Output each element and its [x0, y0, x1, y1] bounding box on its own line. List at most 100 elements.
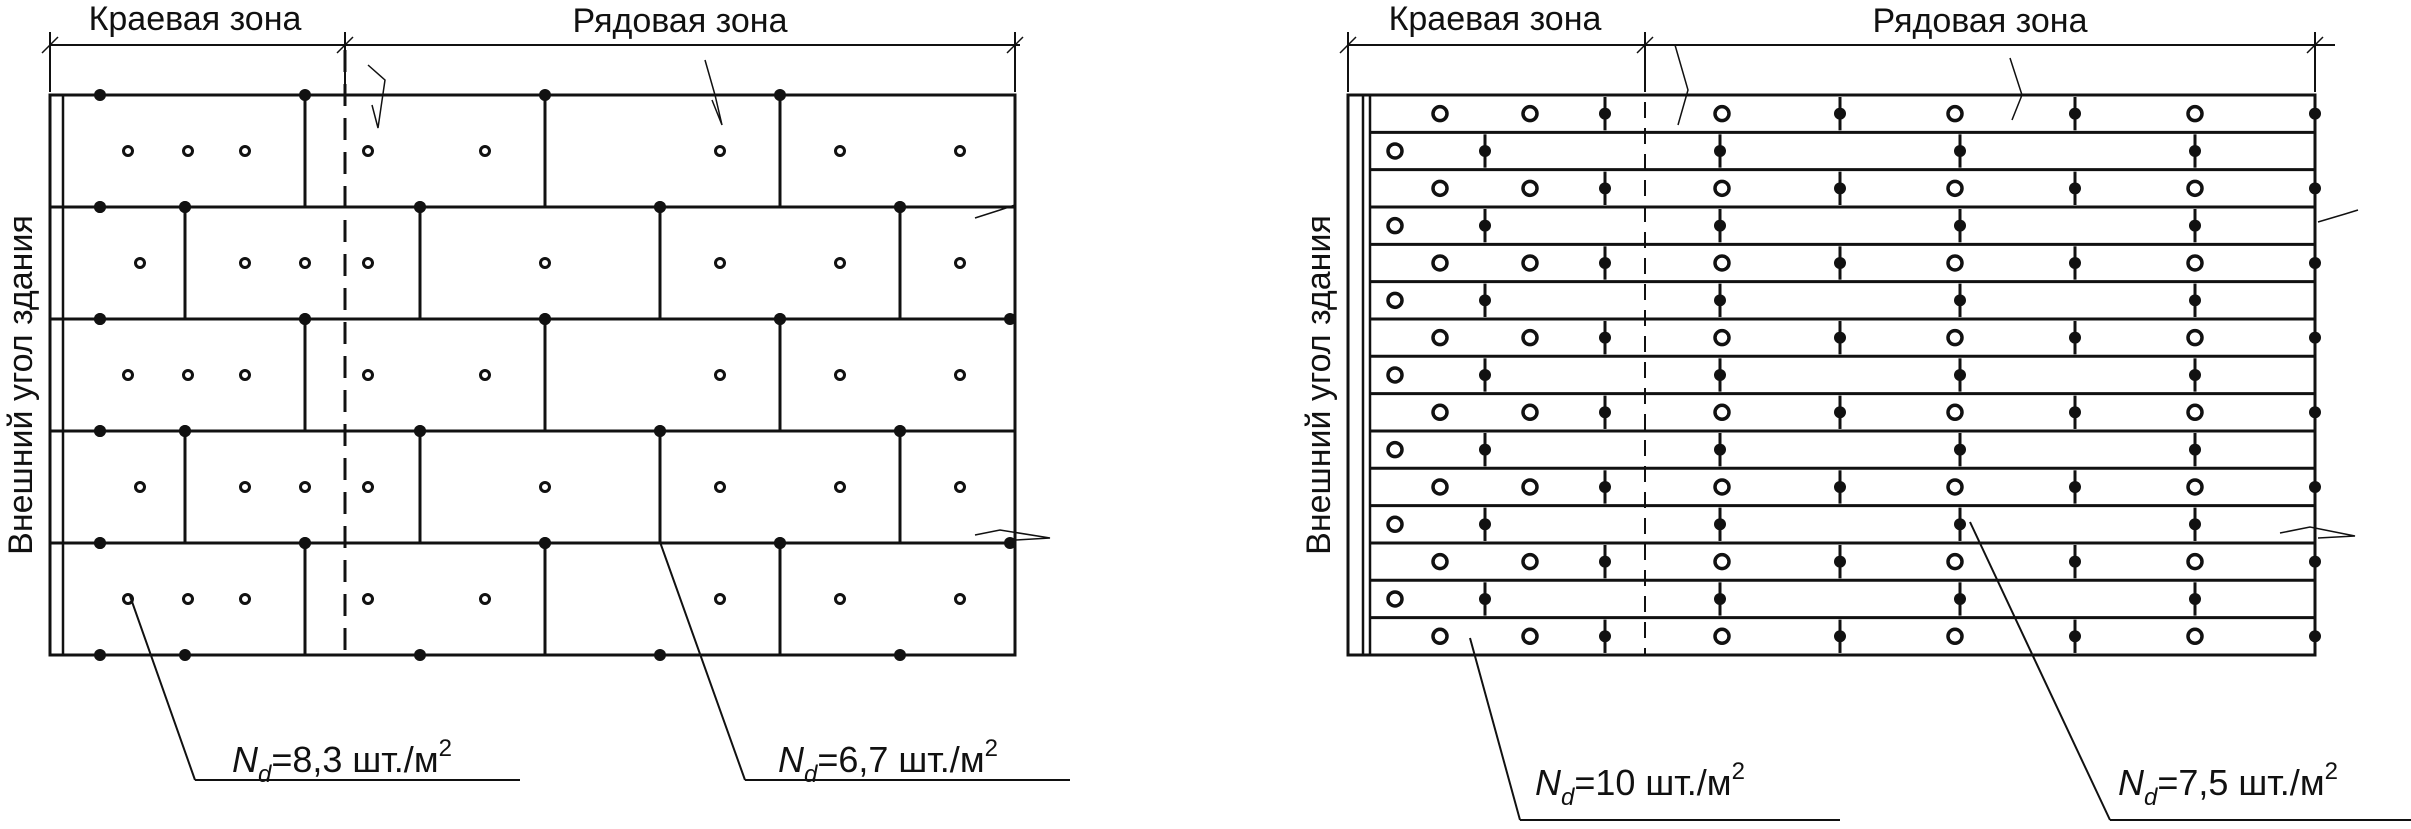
right-wall-frame — [1346, 93, 2317, 657]
fastener-joint — [2189, 219, 2201, 232]
fastener-joint — [1714, 443, 1726, 456]
fastener-joint — [2189, 294, 2201, 307]
fastener-field — [122, 369, 134, 381]
fastener-joint — [2069, 256, 2081, 269]
fastener-joint — [2309, 555, 2321, 568]
fastener-joint — [1004, 313, 1016, 325]
fastener-field — [362, 257, 374, 269]
right-dimension-line — [1339, 32, 2335, 92]
fastener-joint — [1599, 555, 1611, 568]
fastener-ring — [1431, 254, 1449, 272]
fastener-field — [714, 145, 726, 157]
fastener-ring — [1386, 216, 1404, 235]
fastener-ring — [1521, 478, 1539, 496]
fastener-joint — [2309, 256, 2321, 269]
right-field-zone-label: Рядовая зона — [1873, 2, 2088, 40]
fastener-joint — [539, 89, 551, 101]
fastener-ring — [1521, 328, 1539, 347]
fastener-joint — [1004, 537, 1016, 549]
fastener-joint — [414, 201, 426, 213]
fastener-joint — [414, 425, 426, 437]
fastener-joint — [2309, 107, 2321, 120]
fastener-joint — [1954, 518, 1966, 531]
right-field-density-callout: Nd=7,5 шт./м2 — [2118, 758, 2338, 811]
fastener-joint — [1599, 406, 1611, 419]
fastener-field — [834, 145, 846, 157]
left-edge-zone-label: Краевая зона — [89, 0, 302, 38]
fastener-joint — [2069, 331, 2081, 344]
fastener-field — [122, 145, 134, 157]
fastener-joint — [2069, 480, 2081, 493]
fastener-joint — [94, 313, 106, 325]
fastener-joint — [1599, 256, 1611, 269]
fastener-field — [239, 481, 251, 493]
fastener-ring — [1946, 328, 1964, 347]
fastener-ring — [1521, 552, 1539, 571]
fastener-ring — [1521, 403, 1539, 422]
fastener-field — [479, 593, 491, 605]
fastener-joint — [1714, 368, 1726, 381]
fastener-ring — [1431, 328, 1449, 347]
fastener-joint — [1714, 144, 1726, 157]
fastener-ring — [1521, 627, 1539, 646]
fastener-joint — [94, 201, 106, 213]
fastener-ring — [2186, 328, 2204, 347]
fastener-joint — [2189, 368, 2201, 381]
fastener-joint — [1599, 480, 1611, 493]
fastener-ring — [1713, 627, 1731, 646]
fastener-field — [239, 145, 251, 157]
fastener-ring — [1713, 552, 1731, 571]
fastener-ring — [2186, 627, 2204, 646]
fastener-ring — [1713, 403, 1731, 422]
fastener-field — [714, 369, 726, 381]
fastener-joint — [539, 313, 551, 325]
fastener-joint — [1834, 406, 1846, 419]
fastener-joint — [894, 201, 906, 213]
fastener-joint — [1954, 219, 1966, 232]
fastener-joint — [1954, 443, 1966, 456]
fastener-joint — [2189, 144, 2201, 157]
fastener-ring — [2186, 179, 2204, 198]
fastener-ring — [2186, 104, 2204, 123]
fastener-ring — [2186, 403, 2204, 422]
fastener-joint — [2309, 331, 2321, 344]
fastener-ring — [1946, 552, 1964, 571]
fastener-ring — [1713, 179, 1731, 198]
fastener-field — [362, 481, 374, 493]
fastener-ring — [1386, 142, 1404, 160]
left-board-grid — [50, 89, 1016, 661]
left-dimension-line — [41, 32, 1024, 92]
fastener-field — [954, 369, 966, 381]
left-wall-frame — [48, 93, 1017, 657]
fastener-field — [182, 593, 194, 605]
fastener-joint — [179, 649, 191, 661]
fastener-field — [714, 481, 726, 493]
fastener-joint — [894, 649, 906, 661]
fastener-joint — [654, 649, 666, 661]
fastener-ring — [1946, 627, 1964, 646]
fastener-field — [182, 369, 194, 381]
fastener-ring — [2186, 552, 2204, 571]
fastener-joint — [894, 425, 906, 437]
fastener-ring — [1713, 104, 1731, 123]
fastener-joint — [654, 425, 666, 437]
fastener-ring — [1521, 254, 1539, 272]
fastener-field — [954, 257, 966, 269]
right-break-marks — [1674, 44, 2359, 539]
fastener-joint — [1599, 182, 1611, 195]
fastener-ring — [1946, 254, 1964, 272]
fastener-field — [362, 369, 374, 381]
fastener-ring — [1431, 627, 1449, 646]
fastener-field — [539, 257, 551, 269]
fastener-joint — [2069, 182, 2081, 195]
fastener-joint — [1954, 144, 1966, 157]
fastener-ring — [1386, 291, 1404, 310]
left-callout-leaders — [129, 541, 1070, 781]
fastener-ring — [1946, 403, 1964, 422]
fastener-joint — [1479, 443, 1491, 456]
fastener-joint — [1599, 630, 1611, 643]
fastener-joint — [1834, 331, 1846, 344]
fastener-field — [134, 257, 146, 269]
fastener-joint — [654, 201, 666, 213]
